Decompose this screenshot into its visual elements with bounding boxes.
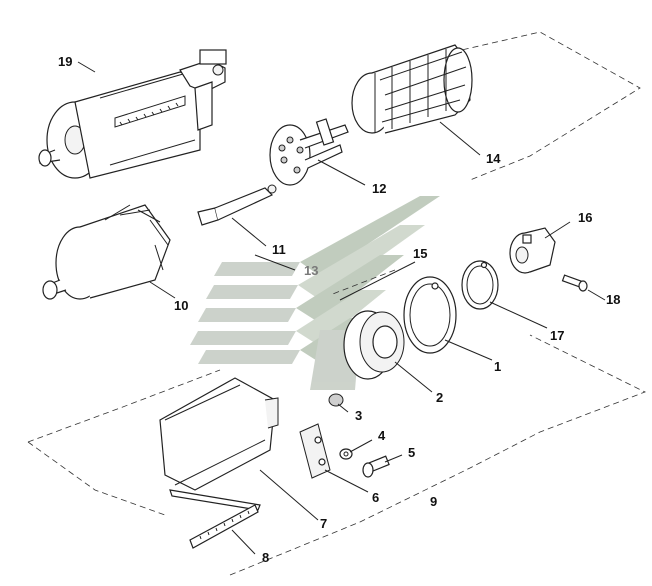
carbon-brush-icon: [197, 184, 277, 226]
callout-9: 9: [430, 494, 437, 509]
callout-4: 4: [378, 428, 386, 443]
rotor-cage-icon: [351, 44, 473, 134]
callout-16: 16: [578, 210, 592, 225]
callout-19: 19: [58, 54, 72, 69]
callout-11: 11: [272, 242, 286, 257]
callout-3: 3: [355, 408, 362, 423]
callout-14: 14: [486, 151, 501, 166]
bracket-icon: [299, 423, 331, 479]
callout-2: 2: [436, 390, 443, 405]
callout-17: 17: [550, 328, 564, 343]
callout-7: 7: [320, 516, 327, 531]
callout-15: 15: [413, 246, 427, 261]
brush-plate-icon: [269, 118, 349, 186]
bolt-icon: [362, 455, 390, 478]
callout-10: 10: [174, 298, 188, 313]
nut-icon: [328, 393, 344, 407]
group-outline-lower: [27, 269, 646, 576]
callout-8: 8: [262, 550, 269, 565]
callout-18: 18: [606, 292, 620, 307]
callout-5: 5: [408, 445, 415, 460]
circlip-small-icon: [461, 260, 499, 310]
motor-assembly-icon: [38, 49, 227, 179]
bearing-icon: [343, 310, 405, 380]
callout-6: 6: [372, 490, 379, 505]
leader-lines: [77, 61, 606, 555]
rotor-icon: [42, 204, 171, 300]
callout-labels: 19 14 12 11 13 15 10 16 18 17 1 2 3 4 5 …: [58, 54, 620, 565]
washer-icon: [339, 448, 353, 460]
circlip-icon: [403, 276, 457, 354]
collar-icon: [509, 227, 556, 274]
callout-13: 13: [304, 263, 318, 278]
screw-icon: [561, 274, 588, 292]
callout-12: 12: [372, 181, 386, 196]
watermark-logo: [190, 196, 440, 390]
scale-strip-icon: [189, 504, 259, 549]
callout-1: 1: [494, 359, 501, 374]
group-outline-upper: [452, 31, 641, 181]
housing-icon: [159, 377, 279, 511]
